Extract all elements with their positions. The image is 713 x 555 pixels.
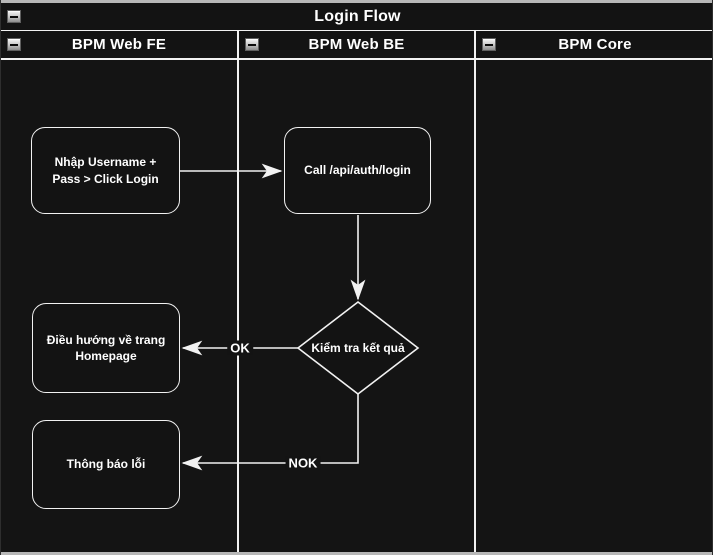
pool-title-bar: Login Flow — [1, 3, 712, 30]
page-title: Login Flow — [314, 7, 401, 25]
lane-core-collapse-button[interactable] — [482, 38, 496, 51]
lane-be-collapse-button[interactable] — [245, 38, 259, 51]
lane-divider-2 — [474, 30, 476, 552]
node-label: Điều hướng về trang Homepage — [46, 332, 166, 363]
pool-collapse-button[interactable] — [7, 10, 21, 23]
node-label: Call /api/auth/login — [304, 163, 411, 178]
lane-fe-collapse-button[interactable] — [7, 38, 21, 51]
node-label: Nhập Username + Pass > Click Login — [52, 155, 159, 186]
decision-node-shape[interactable] — [296, 300, 420, 396]
frame-bottom-strip — [1, 552, 712, 555]
header-bottom-divider — [1, 58, 712, 60]
minus-icon — [248, 43, 256, 46]
lane-label: BPM Web BE — [308, 36, 405, 53]
node-enter-credentials[interactable]: Nhập Username + Pass > Click Login — [31, 127, 180, 214]
lane-header-bpm-web-fe[interactable]: BPM Web FE — [1, 31, 237, 58]
lane-label: BPM Web FE — [71, 36, 167, 53]
lane-header-bpm-core[interactable]: BPM Core — [476, 31, 712, 58]
edge-label-ok: OK — [227, 340, 253, 356]
minus-icon — [10, 43, 18, 46]
node-label: Thông báo lỗi — [66, 457, 146, 472]
frame-top-strip — [1, 0, 712, 3]
node-redirect-homepage[interactable]: Điều hướng về trang Homepage — [32, 303, 180, 393]
lane-divider-1 — [237, 30, 239, 552]
lane-header-bpm-web-be[interactable]: BPM Web BE — [239, 31, 474, 58]
node-call-api-login[interactable]: Call /api/auth/login — [284, 127, 431, 214]
edge-label-nok: NOK — [285, 455, 321, 471]
lane-label: BPM Core — [558, 36, 632, 53]
node-error-message[interactable]: Thông báo lỗi — [32, 420, 180, 509]
minus-icon — [485, 43, 493, 46]
decision-node-label: Kiểm tra kết quả — [311, 341, 405, 355]
minus-icon — [10, 15, 18, 18]
edge-check-to-error[interactable] — [181, 394, 359, 471]
